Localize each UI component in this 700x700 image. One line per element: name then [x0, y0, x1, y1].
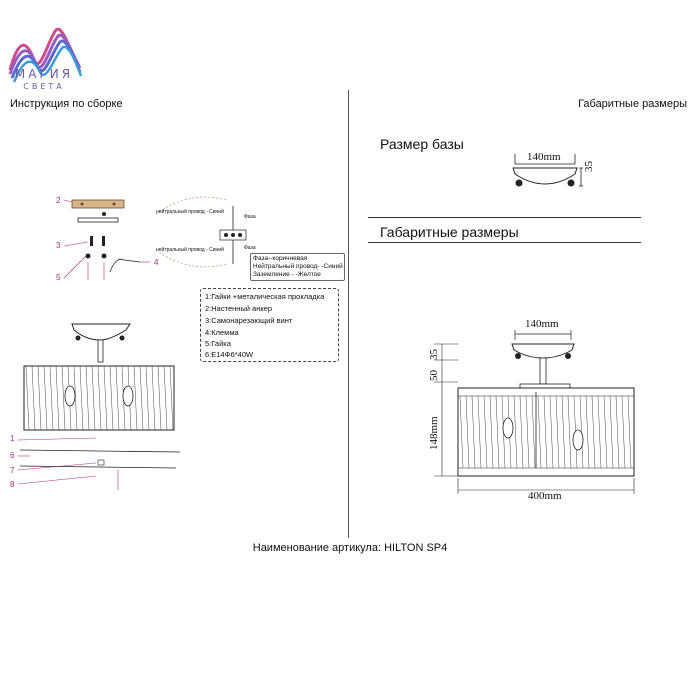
crystal-prism-line	[615, 395, 620, 469]
assembly-instructions-heading: Инструкция по сборке	[10, 98, 123, 110]
crystal-prism-line	[525, 395, 530, 469]
crystal-prism-line	[139, 365, 144, 431]
dimensions-heading: Габаритные размеры	[578, 98, 687, 110]
dims-35-label: 35	[428, 349, 440, 360]
crystal-prism-line	[163, 365, 168, 431]
crystal-prism-line	[61, 365, 66, 431]
crystal-prism-line	[579, 395, 584, 469]
crystal-prism-line	[603, 395, 608, 469]
base-height-label: 35	[583, 161, 595, 172]
crystal-prism-line	[459, 395, 464, 469]
parts-legend-item: 3:Самонарезающий винт	[205, 316, 293, 325]
crystal-prism-line	[513, 395, 518, 469]
crystal-prism-line	[31, 365, 36, 431]
crystal-prism-line	[621, 395, 626, 469]
crystal-prism-line	[531, 395, 536, 469]
wire-label-neutral-top: нейтральный провод - Синий	[156, 209, 224, 215]
crystal-prism-line	[91, 365, 96, 431]
crystal-prism-line	[85, 365, 90, 431]
brand-logo-icon	[8, 27, 83, 83]
wire-label-neutral-bottom: нейтральный провод - Синий	[156, 247, 224, 253]
wiring-diagram	[155, 196, 247, 268]
callout-7: 7	[10, 466, 15, 475]
crystal-prism-line	[133, 365, 138, 431]
crystal-prism-line	[79, 365, 84, 431]
base-width-label: 140mm	[527, 151, 561, 163]
parts-legend-item: 4:Клемма	[205, 328, 239, 337]
wire-legend-item: Фаза--коричневая	[253, 255, 308, 262]
parts-legend-item: 1:Гайки +металическая прокладка	[205, 292, 325, 301]
brand-subtitle: СВЕТА	[23, 82, 65, 91]
crystal-prism-line	[73, 365, 78, 431]
crystal-prism-line	[567, 395, 572, 469]
wire-label-phase-top: Фаза	[244, 214, 256, 220]
crystal-prism-line	[471, 395, 476, 469]
crystal-prism-line	[465, 395, 470, 469]
crystal-prism-line	[145, 365, 150, 431]
assembly-drawing	[17, 199, 181, 490]
crystal-prism-line	[103, 365, 108, 431]
crystal-prism-line	[37, 365, 42, 431]
rule-top	[368, 217, 641, 218]
crystal-prism-line	[597, 395, 602, 469]
parts-legend-item: 5:Гайка	[205, 339, 231, 348]
callout-8: 8	[10, 480, 15, 489]
crystal-prism-line	[97, 365, 102, 431]
wire-color-legend: Фаза--коричневая Нейтральный провод- -Си…	[250, 253, 345, 281]
crystal-prism-line	[627, 395, 632, 469]
crystal-prism-line	[543, 395, 548, 469]
crystal-prism-line	[495, 395, 500, 469]
parts-legend-item: 6:E14Φ6*40W	[205, 350, 254, 359]
parts-legend-item: 2:Настенный анкер	[205, 304, 273, 313]
dims-top-width-label: 140mm	[525, 318, 559, 330]
crystal-prism-line	[25, 365, 30, 431]
dimensions-drawing	[434, 330, 635, 494]
crystal-prism-line	[591, 395, 596, 469]
vertical-divider	[348, 90, 349, 538]
wire-label-phase-bottom: Фаза	[244, 245, 256, 251]
dims-148-label: 148mm	[428, 416, 440, 450]
base-size-title: Размер базы	[380, 136, 464, 152]
crystal-prism-line	[109, 365, 114, 431]
callout-6: 6	[10, 451, 15, 460]
callout-4: 4	[154, 258, 159, 267]
callout-3: 3	[56, 241, 61, 250]
crystal-prism-line	[477, 395, 482, 469]
parts-legend: 1:Гайки +металическая прокладка 2:Настен…	[200, 288, 339, 362]
crystal-prism-line	[519, 395, 524, 469]
wire-legend-item: Нейтральный провод- -Синий	[253, 263, 343, 270]
overall-dimensions-title: Габаритные размеры	[380, 224, 519, 240]
crystal-prism-line	[169, 365, 174, 431]
crystal-prism-line	[43, 365, 48, 431]
dims-bottom-width-label: 400mm	[528, 490, 562, 502]
brand-name: МАГИЯ	[14, 67, 74, 81]
article-name: Наименование артикула: HILTON SP4	[252, 542, 448, 554]
wire-legend-item: Заземление - -Желтое	[253, 271, 321, 278]
crystal-prism-line	[115, 365, 120, 431]
crystal-prism-line	[49, 365, 54, 431]
callout-1: 1	[10, 434, 15, 443]
crystal-prism-line	[561, 395, 566, 469]
crystal-prism-line	[609, 395, 614, 469]
crystal-prism-line	[157, 365, 162, 431]
rule-bottom	[368, 242, 641, 243]
base-drawing	[512, 154, 583, 187]
callout-5: 5	[56, 273, 61, 282]
crystal-prism-line	[537, 395, 542, 469]
crystal-prism-line	[555, 395, 560, 469]
crystal-prism-line	[151, 365, 156, 431]
crystal-prism-line	[55, 365, 60, 431]
callout-2: 2	[56, 196, 61, 205]
crystal-prism-line	[489, 395, 494, 469]
crystal-prism-line	[549, 395, 554, 469]
crystal-prism-line	[483, 395, 488, 469]
crystal-prism-line	[585, 395, 590, 469]
dims-50-label: 50	[428, 370, 440, 381]
